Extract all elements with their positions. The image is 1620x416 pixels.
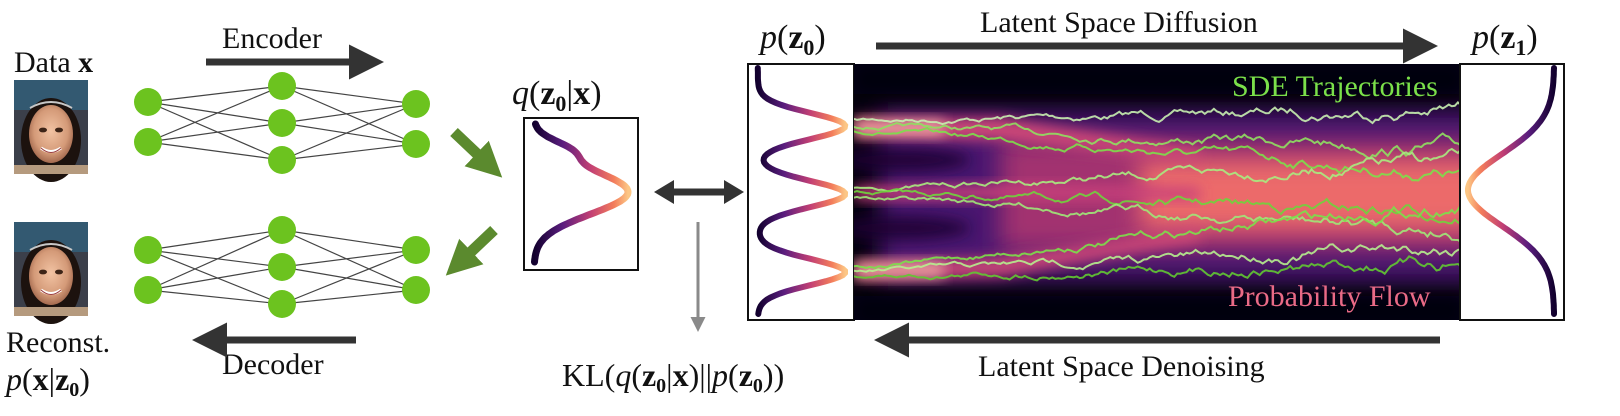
sde-trajectory (854, 122, 1462, 160)
prior-z0-box (747, 63, 855, 321)
network-edge (147, 249, 283, 268)
sde-trajectory (854, 201, 1462, 269)
sde-trajectory (854, 195, 1462, 244)
sde-trajectory (854, 100, 1462, 126)
reconstructed-face-image (14, 222, 88, 324)
network-edge (147, 101, 283, 161)
encoder-to-posterior-arrow (450, 128, 503, 178)
network-edge (147, 249, 283, 305)
network-edge (281, 229, 417, 291)
network-edge (281, 249, 417, 268)
network-node (134, 88, 162, 116)
sde-trajectory (854, 127, 1462, 182)
prior-z1-label: p(z1) (1470, 19, 1538, 60)
network-node (134, 128, 162, 156)
sde-trajectory (854, 255, 1462, 282)
sde-trajectory (854, 188, 1462, 225)
kl-divergence-label: KL(q(z0|x)||p(z0)) (562, 357, 784, 397)
network-node (402, 276, 430, 304)
network-node (268, 253, 296, 281)
posterior-to-decoder-arrow (445, 226, 498, 276)
network-edge (147, 229, 283, 291)
network-edge (147, 85, 283, 103)
network-edge (281, 103, 417, 161)
network-node (134, 276, 162, 304)
input-face-image (14, 80, 88, 182)
kl-arrowhead-left (654, 180, 674, 204)
reconst-label: Reconst. (6, 326, 110, 359)
network-edge (281, 266, 417, 291)
network-edge (281, 85, 417, 105)
network-edge (147, 122, 283, 143)
latent-space-diffusion-label: Latent Space Diffusion (980, 6, 1258, 39)
network-edge (281, 229, 417, 251)
encoder-label: Encoder (222, 22, 322, 55)
posterior-density-curve (531, 120, 632, 266)
decoder-label: Decoder (222, 348, 324, 381)
network-edge (281, 249, 417, 305)
sde-trajectory (854, 243, 1462, 273)
network-edge (147, 141, 283, 161)
network-node (134, 236, 162, 264)
network-edge (147, 229, 283, 251)
network-node (402, 90, 430, 118)
prior-z1-density-curve (1465, 65, 1557, 317)
prior-z0-density-curve (754, 65, 849, 317)
network-node (268, 290, 296, 318)
network-node (268, 72, 296, 100)
network-edge (281, 85, 417, 145)
network-node (268, 146, 296, 174)
network-node (268, 216, 296, 244)
latent-space-denoising-label: Latent Space Denoising (978, 350, 1265, 383)
decoder-network (134, 216, 430, 318)
network-edge (147, 266, 283, 291)
posterior-label: q(z0|x) (512, 75, 602, 116)
data-label: Data x (14, 46, 93, 79)
sde-trajectories-label: SDE Trajectories (1232, 70, 1438, 103)
probability-flow-label: Probability Flow (1228, 280, 1431, 313)
diffusion-heatmap (854, 64, 1462, 320)
encoder-network (134, 72, 430, 174)
sde-trajectory-lines (854, 100, 1462, 282)
network-node (402, 236, 430, 264)
network-node (268, 109, 296, 137)
network-edge (281, 289, 417, 305)
network-node (402, 130, 430, 158)
sde-trajectory (854, 147, 1462, 193)
network-edge (147, 289, 283, 305)
network-edge (281, 122, 417, 145)
network-edge (147, 101, 283, 124)
network-edge (281, 143, 417, 161)
prior-z0-label: p(z0) (758, 19, 826, 60)
kl-arrowhead-right (724, 180, 744, 204)
network-edge (147, 85, 283, 143)
network-edge (281, 103, 417, 124)
decoder-likelihood-label: p(x|z0) (4, 361, 90, 401)
